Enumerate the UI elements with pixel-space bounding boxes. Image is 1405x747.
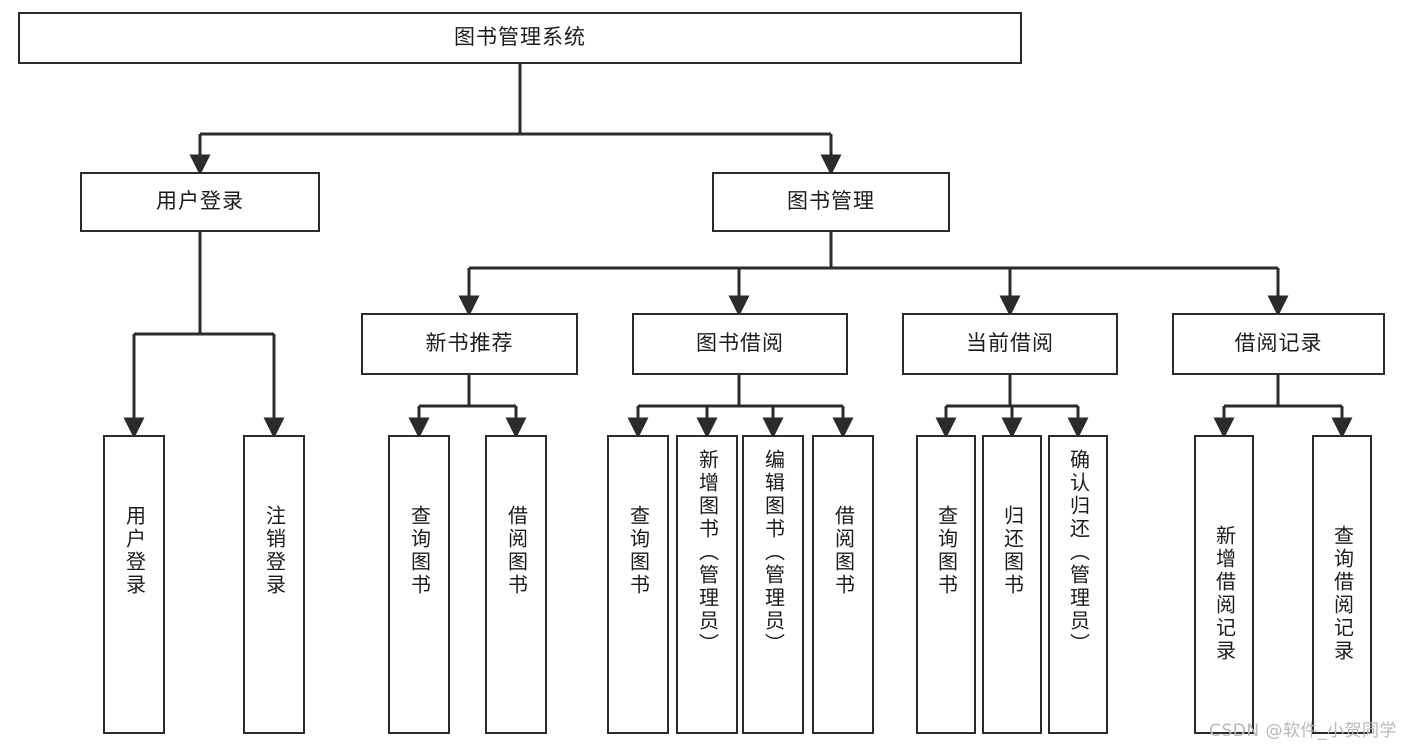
node-label: 用户登录 <box>122 505 147 597</box>
node-label: 新增借阅记录 <box>1212 525 1237 663</box>
node-label: 图书管理 <box>787 189 875 214</box>
node-leaf-6[interactable]: 编辑图书（管理员） <box>742 435 804 734</box>
node-leaf-0[interactable]: 用户登录 <box>103 435 165 734</box>
node-root-图书管理系统[interactable]: 图书管理系统 <box>18 12 1022 64</box>
node-label: 图书借阅 <box>696 331 784 356</box>
node-level3-3[interactable]: 借阅记录 <box>1172 313 1385 375</box>
node-label: 借阅图书 <box>831 505 856 597</box>
node-level2-0[interactable]: 用户登录 <box>80 172 320 232</box>
node-label: 新书推荐 <box>425 331 514 356</box>
node-level3-1[interactable]: 图书借阅 <box>632 313 848 375</box>
node-label: 查询借阅记录 <box>1330 525 1355 663</box>
node-label: 确认归还（管理员） <box>1066 449 1091 656</box>
node-level3-2[interactable]: 当前借阅 <box>902 313 1118 375</box>
node-label: 查询图书 <box>626 505 651 597</box>
node-level3-0[interactable]: 新书推荐 <box>361 313 578 375</box>
node-label: 当前借阅 <box>966 331 1054 356</box>
node-label: 图书管理系统 <box>454 25 586 50</box>
node-leaf-5[interactable]: 新增图书（管理员） <box>676 435 738 734</box>
node-leaf-3[interactable]: 借阅图书 <box>485 435 547 734</box>
node-label: 用户登录 <box>156 189 244 214</box>
node-label: 编辑图书（管理员） <box>761 449 786 656</box>
node-label: 注销登录 <box>262 505 287 597</box>
node-label: 查询图书 <box>407 505 432 597</box>
node-leaf-10[interactable]: 确认归还（管理员） <box>1048 435 1108 734</box>
node-leaf-11[interactable]: 新增借阅记录 <box>1194 435 1254 734</box>
node-label: 归还图书 <box>1000 505 1025 597</box>
node-leaf-2[interactable]: 查询图书 <box>388 435 450 734</box>
node-leaf-4[interactable]: 查询图书 <box>607 435 669 734</box>
node-label: 新增图书（管理员） <box>695 449 720 656</box>
node-leaf-8[interactable]: 查询图书 <box>916 435 976 734</box>
node-leaf-9[interactable]: 归还图书 <box>982 435 1042 734</box>
tree-connectors <box>123 64 1353 439</box>
node-level2-1[interactable]: 图书管理 <box>712 172 950 232</box>
node-label: 借阅图书 <box>504 505 529 597</box>
node-label: 查询图书 <box>934 505 959 597</box>
node-leaf-12[interactable]: 查询借阅记录 <box>1312 435 1372 734</box>
node-leaf-1[interactable]: 注销登录 <box>243 435 305 734</box>
node-label: 借阅记录 <box>1234 331 1323 356</box>
node-leaf-7[interactable]: 借阅图书 <box>812 435 874 734</box>
